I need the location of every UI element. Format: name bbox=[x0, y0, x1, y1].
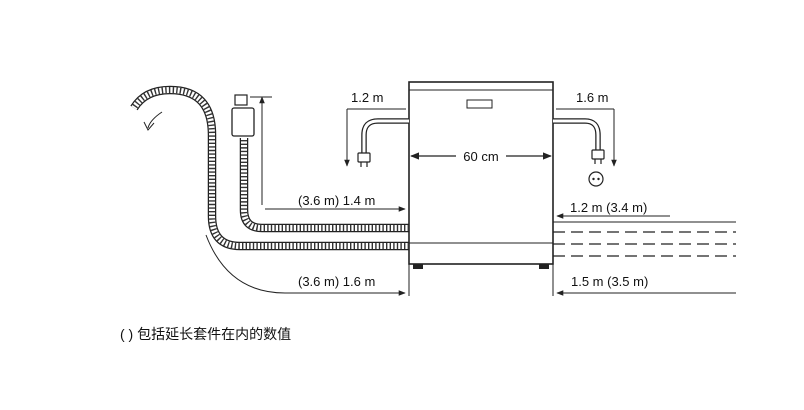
front-foot-left bbox=[413, 264, 423, 269]
control-panel-display bbox=[466, 99, 493, 109]
water-connector-icon bbox=[591, 149, 605, 160]
front-foot-right bbox=[539, 264, 549, 269]
dishwasher-unit bbox=[408, 81, 554, 269]
drain-hose-inner bbox=[239, 138, 409, 233]
right-hose-label: 1.6 m bbox=[576, 90, 609, 105]
left-cord-label: 1.2 m bbox=[351, 90, 384, 105]
siphon-connector bbox=[231, 94, 255, 137]
floor-drain-label: (3.6 m) 1.6 m bbox=[298, 274, 375, 289]
drain-hose-outer bbox=[130, 85, 409, 251]
power-plug-icon bbox=[357, 152, 371, 163]
left-power-cord bbox=[344, 108, 409, 167]
right-lower-label: 1.5 m (3.5 m) bbox=[571, 274, 648, 289]
width-label: 60 cm bbox=[463, 149, 498, 164]
footnote-caption: ( ) 包括延长套件在内的数值 bbox=[120, 326, 291, 342]
drain-outlet-arrow-icon bbox=[143, 111, 163, 131]
right-water-hose bbox=[553, 108, 617, 187]
wall-socket-icon bbox=[588, 171, 604, 187]
right-upper-label: 1.2 m (3.4 m) bbox=[570, 200, 647, 215]
drain-length-label: (3.6 m) 1.4 m bbox=[298, 193, 375, 208]
right-extension-lines bbox=[553, 221, 736, 257]
floor-guide-curve bbox=[205, 234, 405, 294]
